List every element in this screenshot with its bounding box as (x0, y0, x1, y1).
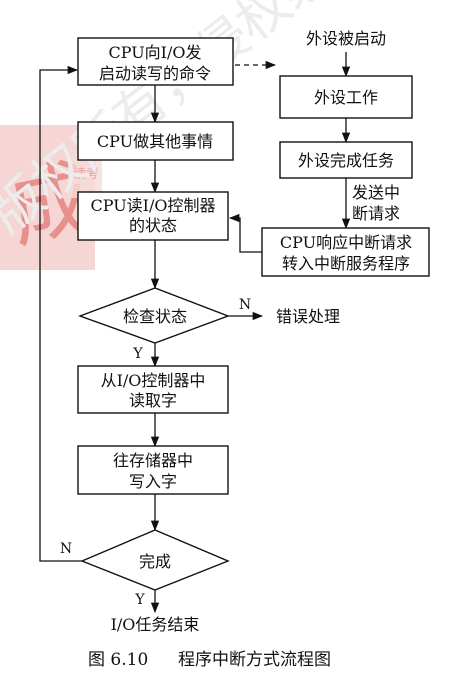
label-device-done: 外设完成任务 (298, 151, 394, 170)
box-read-word (77, 365, 229, 414)
label-check-no: N (239, 297, 251, 313)
watermark-tag-text: 读考 (73, 167, 99, 182)
label-check-status: 检查状态 (123, 307, 187, 326)
connectors (39, 52, 351, 614)
box-cpu-other (77, 121, 234, 161)
label-read-word-1: 从I/O控制器中 (101, 371, 206, 390)
arrow-done-loop-back (39, 65, 82, 562)
label-cpu-respond-2: 转入中断服务程序 (282, 254, 410, 273)
label-cpu-other: CPU做其他事情 (97, 132, 213, 151)
label-error-handling: 错误处理 (276, 307, 340, 326)
label-device-started: 外设被启动 (306, 29, 386, 48)
label-check-yes: Y (132, 346, 143, 362)
boxes (77, 37, 430, 591)
diamond-done (80, 529, 230, 591)
label-cpu-read-status-2: 的状态 (129, 216, 177, 235)
label-send-interrupt-1: 发送中 (352, 183, 400, 202)
box-cpu-read-status (77, 191, 229, 241)
diamond-check-status (77, 287, 230, 344)
caption-title: 程序中断方式流程图 (178, 650, 331, 670)
label-done-yes: Y (134, 592, 145, 608)
label-send-interrupt-2: 断请求 (352, 204, 400, 223)
label-cpu-start-cmd-2: 启动读写的命令 (99, 64, 211, 83)
box-cpu-start-cmd (77, 37, 234, 86)
label-store-word-1: 往存储器中 (113, 451, 193, 470)
label-cpu-start-cmd-1: CPU向I/O发 (108, 43, 201, 62)
label-read-word-2: 读取字 (129, 391, 177, 410)
label-cpu-read-status-1: CPU读I/O控制器 (90, 196, 215, 215)
box-device-done (279, 141, 413, 179)
label-store-word-2: 写入字 (129, 472, 177, 491)
label-device-working: 外设工作 (314, 88, 378, 107)
figure-caption: 图 6.10 程序中断方式流程图 (88, 650, 331, 670)
label-done: 完成 (139, 552, 171, 571)
label-done-no: N (60, 541, 72, 557)
label-cpu-respond-1: CPU响应中断请求 (280, 233, 412, 252)
label-io-end: I/O任务结束 (111, 615, 200, 634)
arrow-respond-to-read-status (228, 213, 262, 253)
box-device-working (279, 75, 413, 119)
box-cpu-respond (261, 227, 430, 277)
caption-figure-number: 图 6.10 (88, 650, 148, 670)
texts: CPU向I/O发 启动读写的命令 外设被启动 外设工作 CPU做其他事情 外设完… (60, 29, 412, 634)
box-store-word (77, 445, 229, 495)
